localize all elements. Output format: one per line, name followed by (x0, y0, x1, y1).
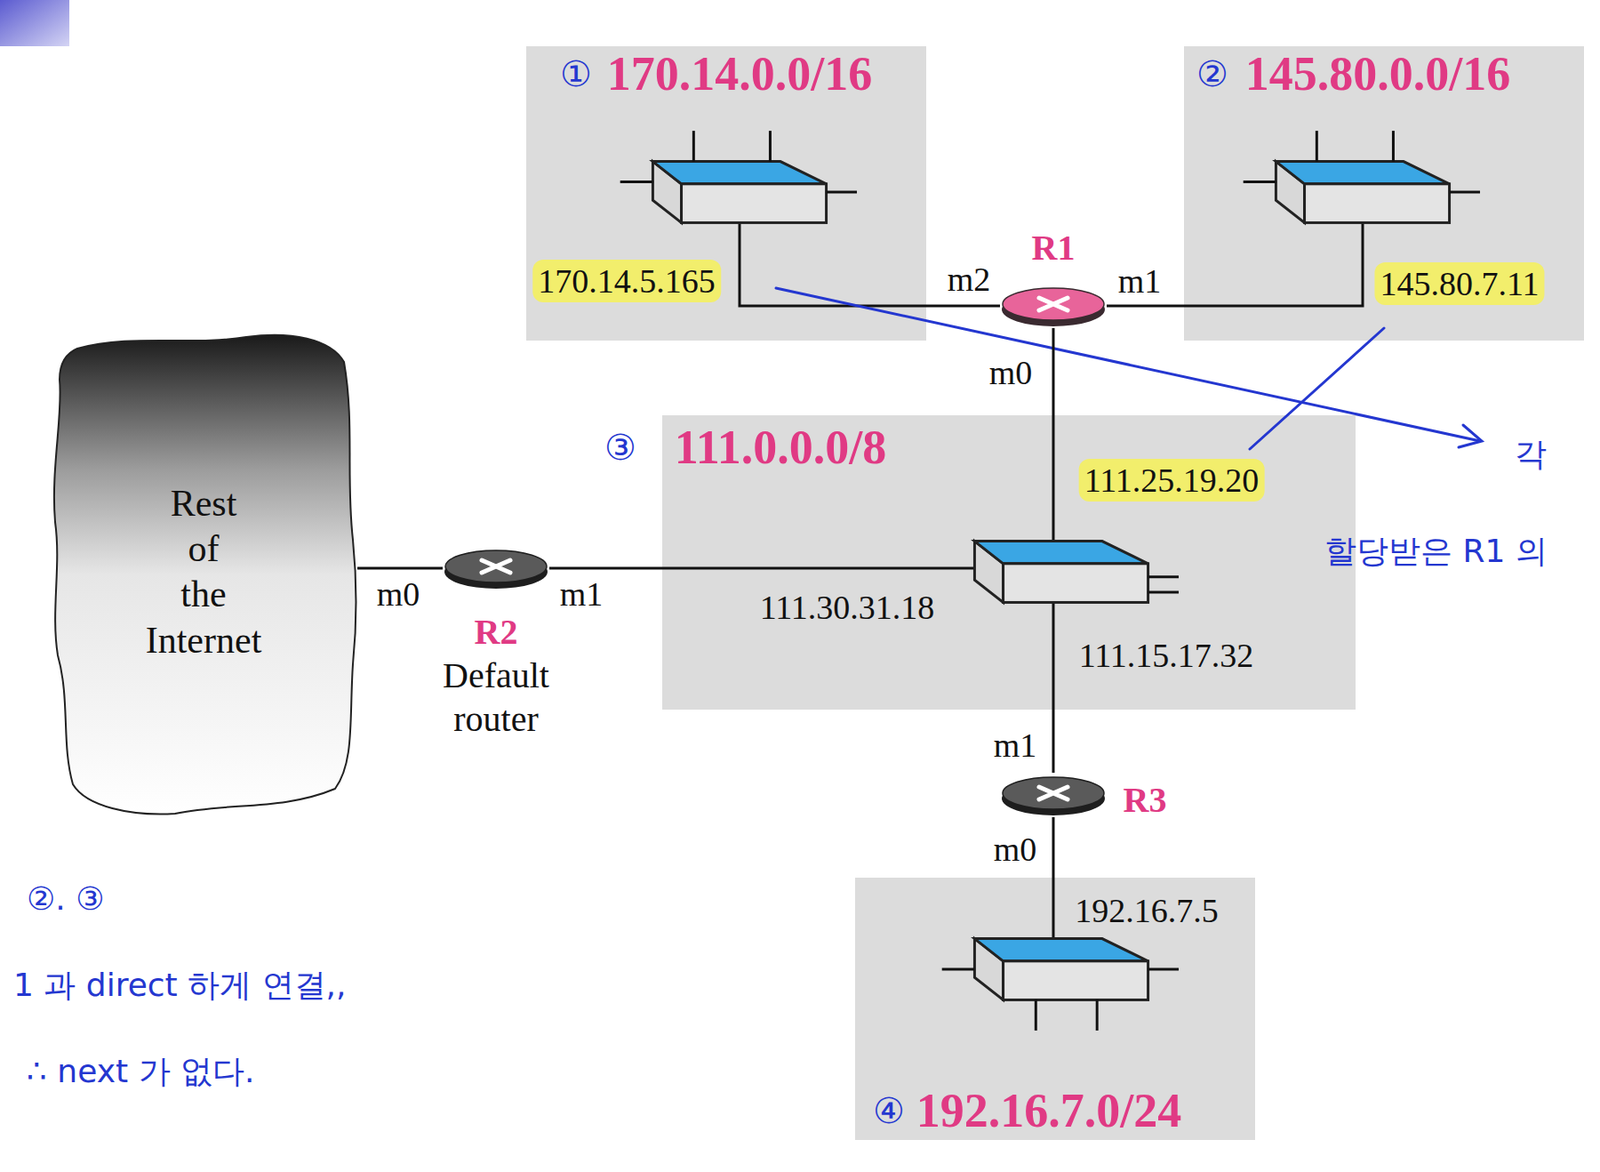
address-label: 170.14.5.165 (532, 259, 721, 303)
address-label: 111.25.19.20 (1079, 458, 1265, 502)
router-name: R1 (1032, 226, 1076, 269)
callout-number: ① (560, 53, 592, 95)
switch-icon (974, 541, 1179, 603)
switch-icon (1243, 130, 1480, 223)
network-band (1184, 46, 1584, 341)
network-link (549, 567, 663, 570)
network-link (1052, 709, 1056, 773)
cloud-shape (50, 326, 358, 816)
network-band (855, 877, 1256, 1140)
address-label: 111.15.17.32 (1079, 635, 1255, 675)
network-link (357, 567, 443, 570)
address-label: m0 (376, 574, 421, 614)
handwritten-note: 할당받은 R1 의 (1324, 529, 1548, 574)
network-link (1052, 816, 1056, 878)
address-label: m1 (993, 725, 1038, 765)
address-label: m0 (989, 352, 1033, 392)
address-label: m2 (947, 259, 992, 299)
router-name: R2 (474, 610, 519, 653)
router-node: R3 (1000, 772, 1107, 817)
network-link (926, 304, 1000, 308)
cloud-label: Rest of the Internet (141, 480, 266, 664)
router-note: Default router (420, 654, 572, 742)
network-address: 192.16.7.0/24 (916, 1082, 1183, 1138)
switch-icon (942, 938, 1179, 1031)
router-symbol (1000, 283, 1107, 328)
address-label: m1 (560, 574, 604, 614)
address-label: 145.80.7.11 (1374, 262, 1544, 305)
address-label: 111.30.31.18 (760, 587, 936, 627)
switch-icon (620, 130, 857, 223)
slide-corner (0, 0, 70, 47)
router-symbol (442, 545, 550, 591)
network-band (526, 46, 927, 341)
network-address: 145.80.0.0/16 (1245, 46, 1512, 102)
router-node: R2Default router (442, 545, 550, 591)
network-address: 111.0.0.0/8 (674, 419, 888, 475)
router-node: R1 (1000, 283, 1107, 328)
inner-wires (662, 223, 1363, 941)
callout-number: ② (1196, 53, 1229, 95)
internet-cloud: Rest of the Internet (50, 326, 358, 816)
callout-number: ③ (604, 426, 637, 468)
network-band (662, 415, 1356, 710)
handwritten-note: 각 (1514, 432, 1547, 477)
network-link (1106, 304, 1184, 308)
address-label: m0 (993, 829, 1038, 869)
handwritten-note: ②. ③ (26, 880, 104, 917)
address-label: 192.16.7.5 (1074, 890, 1219, 930)
callout-number: ④ (872, 1089, 905, 1131)
router-name: R3 (1123, 778, 1168, 821)
network-address: 170.14.0.0/16 (607, 46, 873, 102)
router-symbol (1000, 772, 1107, 817)
network-link (1052, 328, 1056, 416)
address-label: m1 (1118, 261, 1162, 301)
handwritten-note: ∴ next 가 없다. (26, 1049, 255, 1094)
handwritten-note: 1 과 direct 하게 연결,, (13, 963, 346, 1008)
